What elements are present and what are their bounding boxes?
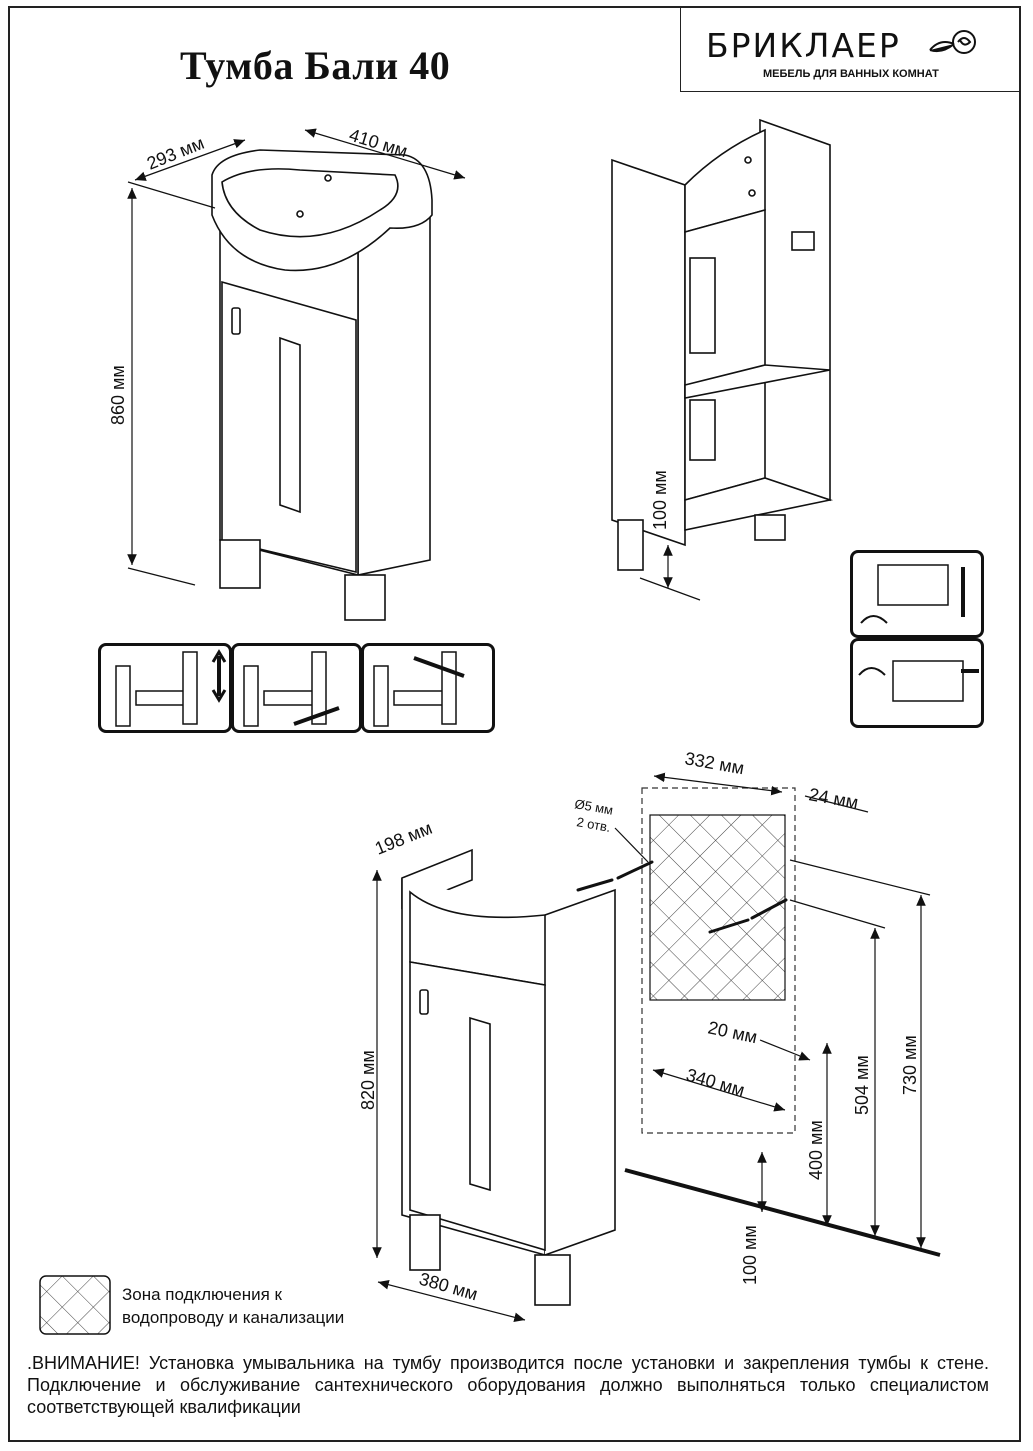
- leg-dimension: [639, 545, 701, 601]
- bracket-adjust-icon: [860, 564, 965, 624]
- dim-height-730: 730 мм: [900, 1035, 920, 1095]
- hinge-adjust-icon: [243, 651, 340, 727]
- rose-logo-icon: [929, 30, 976, 54]
- cabinet-open-drawing: [611, 118, 834, 571]
- bracket-adjust-panel-2: [850, 638, 984, 728]
- dim-hole-count: 2 отв.: [575, 814, 611, 835]
- dim-side-198: 198 мм: [372, 818, 435, 859]
- dim-zone-332: 332 мм: [683, 748, 745, 778]
- brand-name: БРИКЛАЕР: [706, 26, 901, 65]
- bracket-adjust-panel-1: [850, 550, 984, 638]
- bracket-adjust-icon: [858, 660, 979, 702]
- legend-swatch: [39, 1275, 111, 1335]
- dim-zone-340: 340 мм: [684, 1065, 747, 1101]
- hinge-adjust-panel-1: [98, 643, 232, 733]
- page-frame: [8, 6, 1021, 1442]
- dim-height-860: 860 мм: [108, 365, 128, 425]
- connection-zone: [649, 814, 786, 1001]
- legend-line-1: Зона подключения к: [122, 1285, 282, 1304]
- page-title: Тумба Бали 40: [180, 43, 451, 88]
- vanity-front-drawing: [211, 149, 433, 621]
- hinge-adjust-icon: [373, 651, 465, 727]
- cabinet-install-drawing: [401, 848, 616, 1306]
- dim-height-504: 504 мм: [852, 1055, 872, 1115]
- hinge-adjust-panel-3: [361, 643, 495, 733]
- dim-height-400: 400 мм: [806, 1120, 826, 1180]
- warning-text: .ВНИМАНИЕ! Установка умывальника на тумб…: [27, 1353, 989, 1417]
- legend-text: Зона подключения к водопроводу и канализ…: [122, 1283, 344, 1329]
- screw-icons: [576, 860, 788, 934]
- dim-depth-293: 293 мм: [144, 133, 207, 174]
- brand-tagline: МЕБЕЛЬ ДЛЯ ВАННЫХ КОМНАТ: [763, 68, 939, 80]
- logo-box: [680, 6, 1021, 92]
- dim-base-380: 380 мм: [417, 1269, 480, 1305]
- install-dimension-lines: [372, 772, 931, 1322]
- dim-offset-24: 24 мм: [807, 784, 859, 812]
- dim-hole-5: Ø5 мм: [573, 796, 614, 818]
- legend-line-2: водопроводу и канализации: [122, 1308, 345, 1327]
- floor-line: [624, 1168, 941, 1257]
- hinge-adjust-panel-2: [231, 643, 362, 733]
- hinge-adjust-icon: [115, 649, 227, 727]
- dim-floor-100: 100 мм: [740, 1225, 760, 1285]
- dim-offset-20: 20 мм: [706, 1017, 759, 1047]
- dim-height-820: 820 мм: [358, 1050, 378, 1110]
- top-dimension-lines: [127, 128, 466, 586]
- zone-outline: [641, 787, 796, 1134]
- dim-leg-100: 100 мм: [650, 470, 670, 530]
